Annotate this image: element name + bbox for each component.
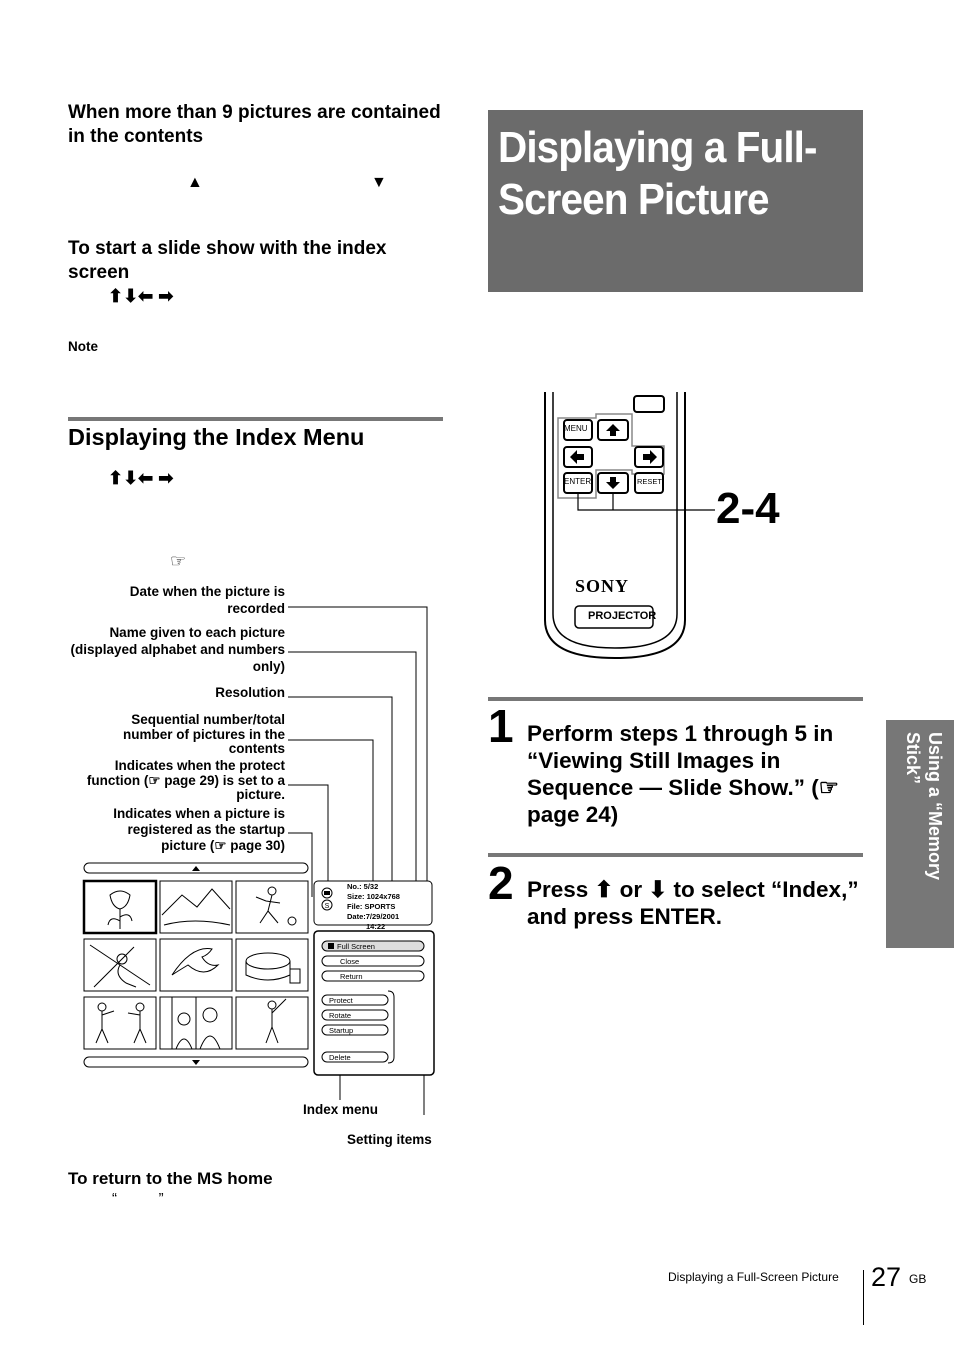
heading-more-than-9: When more than 9 pictures are contained … [68, 102, 441, 147]
section-title-index-menu: Displaying the Index Menu [68, 424, 365, 450]
down-arrow-icon: ▼ [371, 174, 387, 191]
setting-item-delete: Delete [329, 1053, 351, 1062]
menu-item-close: Close [340, 957, 360, 966]
callout-date: Date when the picture is recorded [129, 584, 285, 616]
page-number: 27 [871, 1262, 902, 1292]
step2-text: Press ⬆ or ⬇ to select “Index,” and pres… [527, 877, 859, 929]
remote-enter-button-label: ENTER [564, 477, 592, 486]
setting-item-rotate: Rotate [329, 1011, 352, 1020]
callout-name: Name given to each picture (displayed al… [70, 625, 285, 674]
heading-slide-show-index: To start a slide show with the index scr… [68, 238, 387, 283]
step1-text: Perform steps 1 through 5 in “Viewing St… [527, 721, 839, 827]
side-tab-label: Using a “Memory Stick” [903, 732, 945, 881]
up-arrow-icon: ▲ [187, 174, 203, 191]
label-index-menu: Index menu [303, 1102, 379, 1117]
remote-menu-button-label: MENU [564, 424, 588, 433]
step-callout-2-4: 2-4 [716, 484, 780, 533]
info-panel: No.: 5/32 Size: 1024x768 File: SPORTS Da… [347, 882, 400, 932]
callout-sequential: Sequential number/total number of pictur… [122, 712, 285, 756]
arrow-keys-icon-2: ⬆⬇⬅ ➡ [108, 468, 174, 488]
remote-model-label: PROJECTOR [588, 610, 657, 622]
step2-rule [488, 853, 863, 857]
setting-item-startup: Startup [329, 1026, 354, 1035]
step1-rule [488, 697, 863, 701]
setting-item-protect: Protect [329, 996, 353, 1005]
info-size: Size: 1024x768 [347, 892, 400, 901]
quotes-placeholder: “ ” [112, 1190, 164, 1207]
side-tab: Using a “Memory Stick” [886, 720, 954, 948]
region-code: GB [909, 1272, 927, 1286]
note-label: Note [68, 339, 98, 354]
sony-logo: SONY [575, 576, 630, 596]
info-file: File: SPORTS [347, 902, 396, 911]
callout-startup: Indicates when a picture is registered a… [113, 806, 285, 853]
info-date: Date:7/29/2001 [347, 912, 400, 921]
label-setting-items: Setting items [347, 1132, 432, 1147]
arrow-keys-icon: ⬆⬇⬅ ➡ [108, 286, 174, 306]
footer-section-name: Displaying a Full-Screen Picture [668, 1270, 839, 1284]
title-banner: Displaying a Full-Screen Picture [488, 110, 863, 292]
section-rule [68, 417, 443, 421]
menu-item-return: Return [340, 972, 363, 981]
callout-resolution: Resolution [215, 685, 285, 700]
info-time: 14:22 [366, 922, 386, 931]
page-title: Displaying a Full-Screen Picture [498, 123, 817, 224]
remote-control-illustration [544, 392, 715, 660]
menu-item-full-screen: Full Screen [337, 942, 375, 951]
svg-text:S: S [325, 903, 330, 910]
step1-number: 1 [488, 700, 514, 752]
callout-protect: Indicates when the protect function (☞ p… [86, 758, 285, 802]
reference-icon: ☞ [170, 551, 187, 571]
heading-return-ms-home: To return to the MS home [68, 1169, 273, 1188]
info-no: No.: 5/32 [347, 882, 379, 891]
remote-reset-button-label: RESET [637, 477, 663, 486]
step2-number: 2 [488, 857, 514, 909]
footer-divider [863, 1270, 864, 1325]
index-screen-illustration: S [82, 606, 435, 1115]
